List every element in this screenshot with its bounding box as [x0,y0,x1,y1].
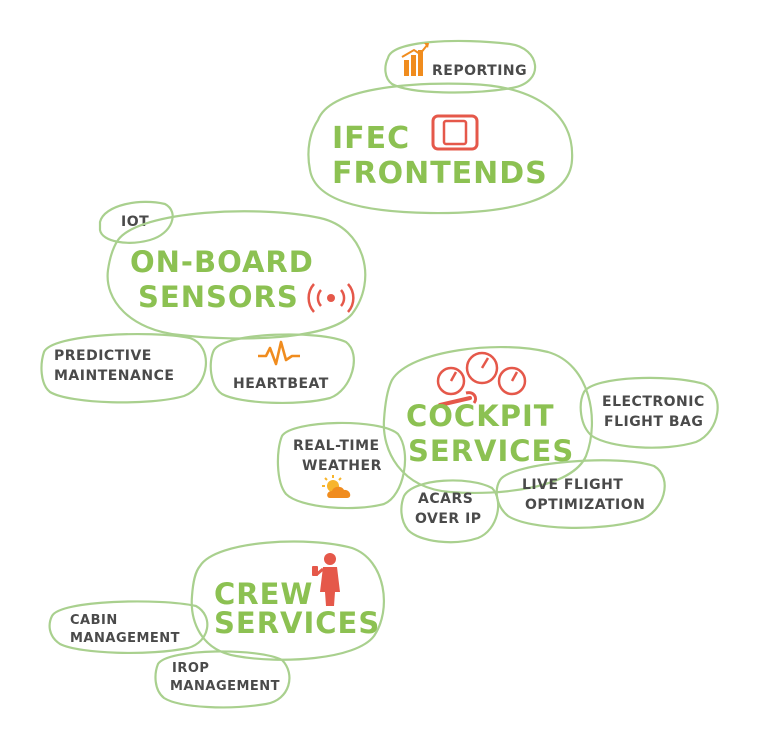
reporting-label: REPORTING [432,63,527,79]
tablet-icon [431,114,479,151]
cabin-management-bubble [48,600,209,655]
onboard-sensors-bubble [106,210,367,340]
cabin-label-line1: CABIN [70,613,118,628]
cabin-label-line2: MANAGEMENT [70,631,180,646]
ifec-title-line2: FRONTENDS [332,156,548,191]
live-label-line2: OPTIMIZATION [525,497,645,513]
irop-label-line1: IROP [172,661,209,676]
cockpit-services-bubble [382,345,593,495]
irop-management-bubble [154,650,291,709]
reporting-bubble [384,39,537,94]
iot-bubble [98,200,174,244]
weather-icon [322,475,351,498]
crew-services-group: CREW SERVICES CABIN MANAGEMENT IROP MANA… [48,540,386,709]
cockpit-title-line1: COCKPIT [406,399,555,433]
electronic-flight-bag-bubble [579,376,719,449]
acars-label-line2: OVER IP [415,511,482,527]
predictive-label-line1: PREDICTIVE [54,348,152,364]
heartbeat-bubble [209,333,355,404]
crew-title-line1: CREW [214,577,313,611]
ifec-title-line1: IFEC [332,121,410,156]
crew-title-line2: SERVICES [214,606,380,640]
live-label-line1: LIVE FLIGHT [522,477,623,493]
efb-label-line2: FLIGHT BAG [604,414,703,430]
gauges-wrench-icon [436,351,527,407]
efb-label-line1: ELECTRONIC [602,394,705,410]
predictive-label-line2: MAINTENANCE [54,368,174,384]
acars-label-line1: ACARS [418,491,473,507]
weather-label-line1: REAL-TIME [293,438,380,454]
sensors-title-line2: SENSORS [138,280,299,314]
signal-icon [307,283,355,313]
crew-services-bubble [190,540,386,661]
weather-label-line2: WEATHER [302,458,382,474]
ifec-frontends-bubble [307,82,574,215]
real-time-weather-bubble [276,421,407,510]
live-flight-optimization-bubble [495,459,666,529]
pulse-icon [258,340,300,366]
heartbeat-label: HEARTBEAT [233,376,329,392]
cockpit-services-group: ELECTRONIC FLIGHT BAG COCKPIT SERVICES R… [276,345,719,544]
cockpit-title-line2: SERVICES [408,434,574,468]
predictive-maintenance-bubble [40,332,207,404]
sensors-title-line1: ON-BOARD [130,245,314,279]
acars-over-ip-bubble [400,479,500,544]
onboard-sensors-group: IOT ON-BOARD SENSORS PREDICTIVE MAINTENA… [40,200,367,404]
irop-label-line2: MANAGEMENT [170,679,280,694]
person-phone-icon [312,553,340,606]
ifec-frontends-group: REPORTING IFEC FRONTENDS [307,39,574,215]
bar-chart-icon [401,43,429,76]
